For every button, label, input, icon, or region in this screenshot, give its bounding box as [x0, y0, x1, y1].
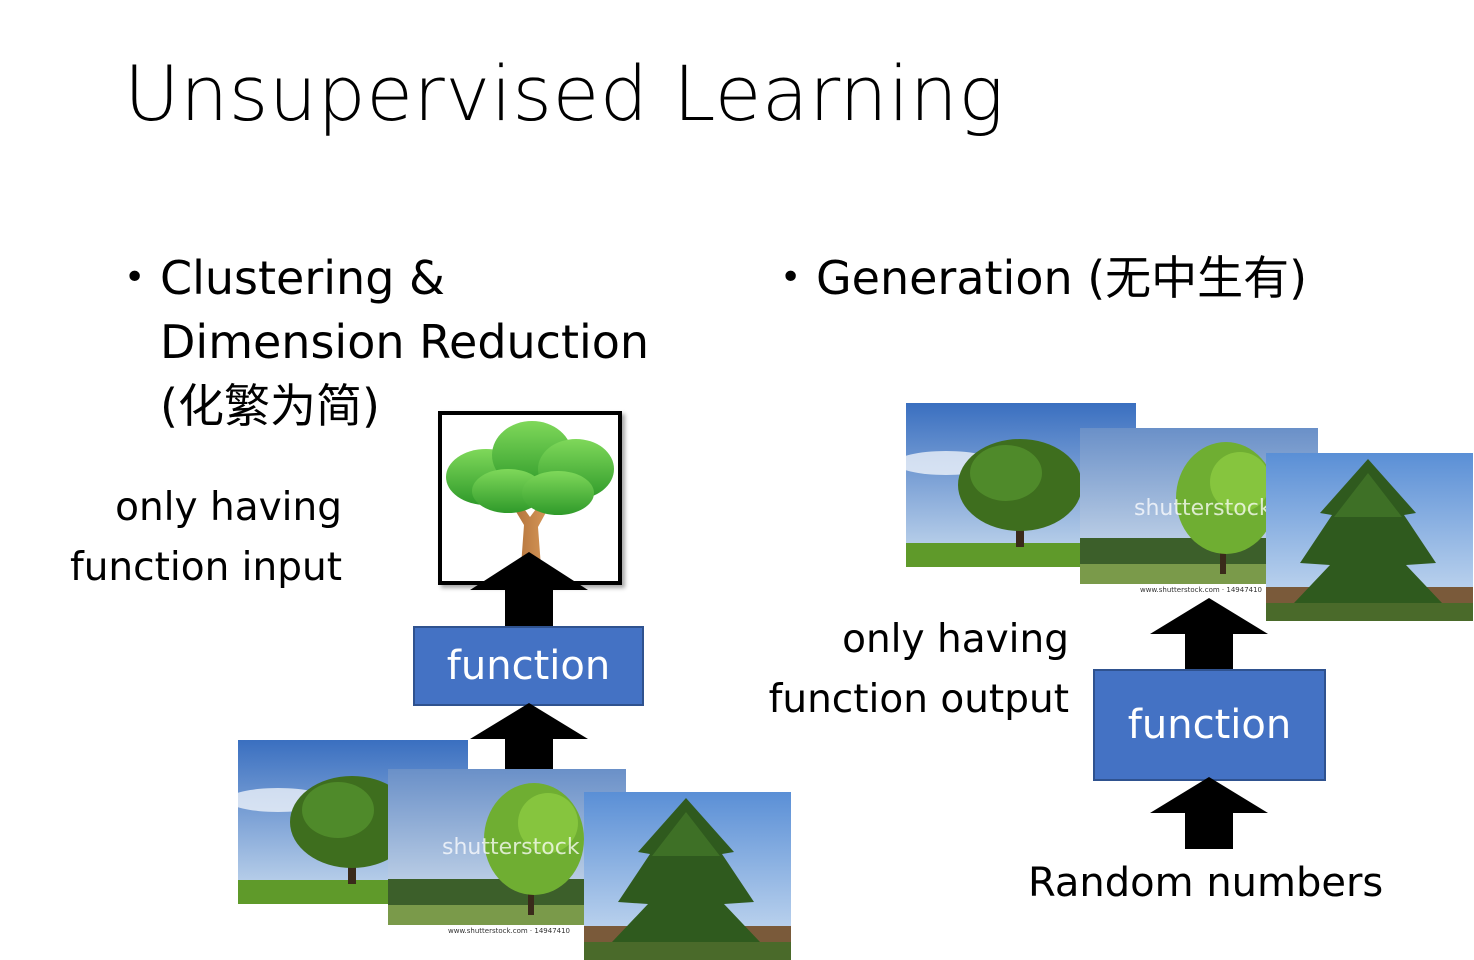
bullet-generation: • Generation (无中生有): [780, 246, 1308, 310]
function-box-left: function: [413, 626, 644, 706]
bullet-line-2: Dimension Reduction: [160, 315, 650, 369]
bullet-line-3: (化繁为简): [160, 379, 380, 433]
stock-caption: www.shutterstock.com · 14947410: [448, 927, 571, 935]
note-function-output: only having function output: [769, 610, 1069, 730]
arrow-up-icon: [470, 552, 588, 632]
tree-photo-6: [1266, 453, 1473, 621]
random-numbers-label: Random numbers: [1028, 860, 1384, 906]
note-line-1: only having: [842, 617, 1069, 662]
bullet-dot-icon: •: [780, 257, 802, 298]
tree-photo-2: shutterstock www.shutterstock.com · 1494…: [388, 769, 626, 939]
cartoon-tree-image: [438, 411, 622, 585]
arrow-up-icon: [1150, 777, 1268, 853]
watermark: shutterstock: [1134, 496, 1272, 521]
note-line-2: function input: [69, 545, 342, 590]
bullet-line-1: Clustering &: [160, 251, 445, 305]
function-box-right: function: [1093, 669, 1326, 781]
tree-icon: [446, 421, 614, 580]
arrow-up-icon: [1150, 598, 1268, 674]
watermark: shutterstock: [442, 835, 580, 860]
bullet-clustering: • Clustering & Dimension Reduction (化繁为简…: [124, 246, 650, 438]
tree-photo-3: [584, 792, 791, 960]
bullet-dot-icon: •: [124, 257, 146, 298]
note-function-input: only having function input: [70, 478, 342, 598]
note-line-1: only having: [115, 485, 342, 530]
note-line-2: function output: [768, 677, 1069, 722]
arrow-up-icon: [470, 703, 588, 775]
stock-caption: www.shutterstock.com · 14947410: [1140, 586, 1263, 594]
slide-title: Unsupervised Learning: [124, 49, 1005, 138]
bullet-generation-text: Generation (无中生有): [816, 251, 1308, 305]
